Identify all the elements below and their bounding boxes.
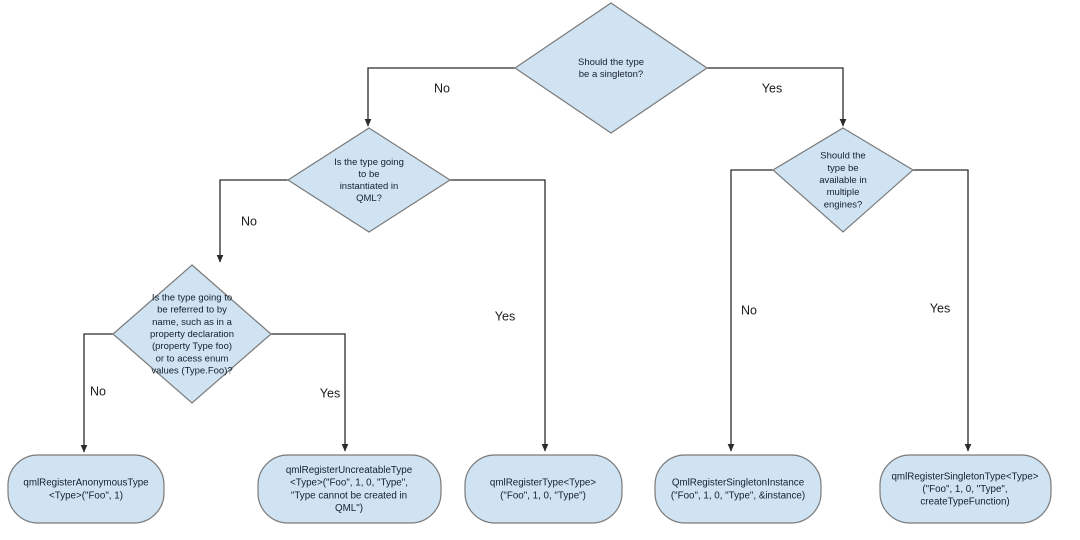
edge-label-d2-no: No bbox=[241, 214, 257, 228]
edge-d3-no bbox=[80, 333, 113, 453]
terminal-node-singleton-instance[interactable]: QmlRegisterSingletonInstance("Foo", 1, 0… bbox=[654, 454, 822, 524]
diamond-shape bbox=[112, 264, 272, 404]
terminal-node-singleton-type[interactable]: qmlRegisterSingletonType<Type>("Foo", 1,… bbox=[879, 454, 1052, 524]
terminal-label-t5: qmlRegisterSingletonType<Type>("Foo", 1,… bbox=[891, 471, 1038, 507]
edge-label-d4-yes: Yes bbox=[930, 301, 950, 315]
terminal-label-t1: qmlRegisterAnonymousType<Type>("Foo", 1) bbox=[23, 477, 149, 501]
edge-labels-layer: No Yes No Yes No Yes No Yes bbox=[90, 81, 950, 400]
rounded-box-shape bbox=[464, 454, 623, 524]
rounded-box-shape bbox=[7, 454, 165, 524]
edge-d2-yes bbox=[450, 179, 549, 452]
edge-d1-yes bbox=[707, 67, 847, 127]
edge-d3-yes bbox=[271, 333, 349, 452]
edge-d4-no bbox=[727, 169, 773, 452]
terminal-label-t3: qmlRegisterType<Type>("Foo", 1, 0, "Type… bbox=[490, 477, 596, 501]
diamond-shape bbox=[771, 127, 915, 233]
rounded-box-shape bbox=[257, 454, 442, 524]
edge-label-d3-no: No bbox=[90, 384, 106, 398]
edge-label-d3-yes: Yes bbox=[320, 386, 340, 400]
terminal-node-anonymous-type[interactable]: qmlRegisterAnonymousType<Type>("Foo", 1) bbox=[7, 454, 165, 524]
terminal-node-register-type[interactable]: qmlRegisterType<Type>("Foo", 1, 0, "Type… bbox=[464, 454, 623, 524]
diamond-shape bbox=[286, 127, 452, 233]
edge-label-d4-no: No bbox=[741, 303, 757, 317]
edge-label-d1-yes: Yes bbox=[762, 81, 782, 95]
rounded-box-shape bbox=[879, 454, 1052, 524]
edge-label-d2-yes: Yes bbox=[495, 309, 515, 323]
terminal-label-t4: QmlRegisterSingletonInstance("Foo", 1, 0… bbox=[671, 477, 805, 501]
edge-d4-yes bbox=[913, 169, 972, 452]
terminal-label-t2: qmlRegisterUncreatableType<Type>("Foo", … bbox=[286, 465, 413, 514]
edge-d2-no bbox=[216, 179, 288, 263]
terminal-node-uncreatable-type[interactable]: qmlRegisterUncreatableType<Type>("Foo", … bbox=[257, 454, 442, 524]
edge-d1-no bbox=[364, 67, 515, 127]
edge-label-d1-no: No bbox=[434, 81, 450, 95]
diamond-shape bbox=[513, 2, 709, 134]
edges-layer bbox=[80, 67, 972, 453]
rounded-box-shape bbox=[654, 454, 822, 524]
